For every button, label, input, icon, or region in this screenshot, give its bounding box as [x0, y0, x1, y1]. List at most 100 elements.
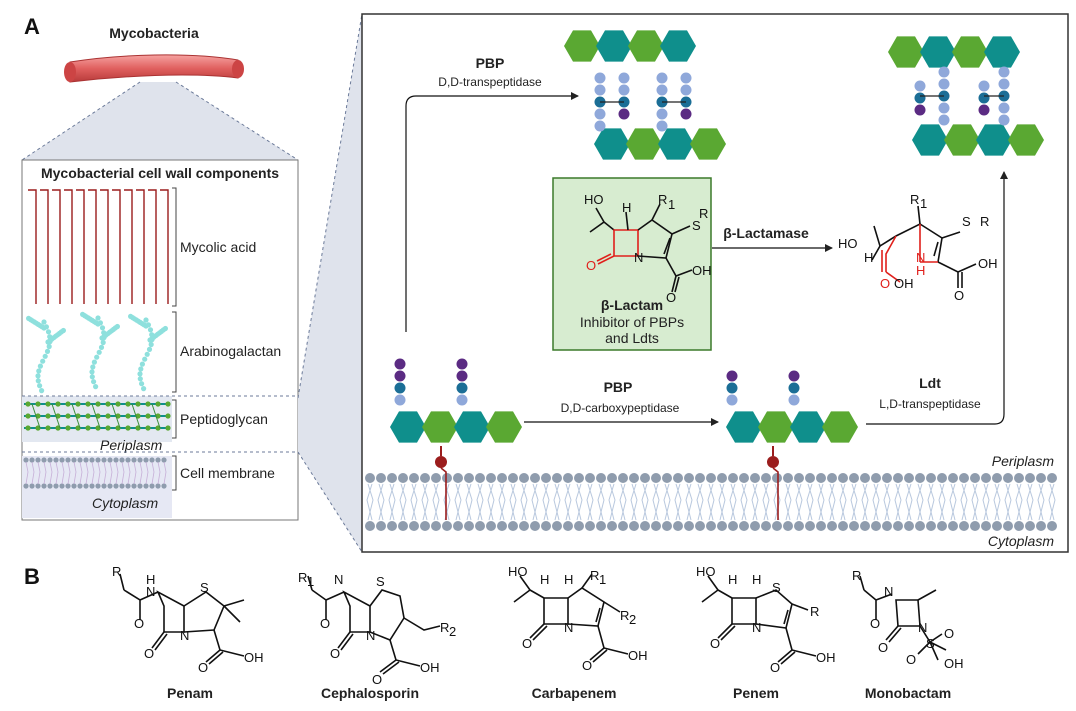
lipid-tail — [1038, 483, 1045, 521]
chem-o-carb: O — [522, 636, 532, 651]
amino-acid-bead — [618, 108, 630, 120]
chem-oh: OH — [692, 263, 712, 278]
chem-r1-carb: R — [590, 568, 599, 583]
sugar-bead — [37, 383, 43, 389]
ldt-sub: L,D-transpeptidase — [879, 397, 981, 411]
lipid-head — [684, 473, 694, 483]
lipid-head — [143, 457, 149, 463]
amino-acid-bead — [594, 84, 606, 96]
glycan-bead — [85, 425, 91, 431]
lipid-tail — [949, 483, 956, 521]
amino-acid-bead — [680, 84, 692, 96]
sugar-bead — [91, 359, 97, 365]
lipid-tail — [740, 483, 747, 521]
zoom-wedge — [22, 82, 298, 160]
lipid-tail — [543, 483, 550, 521]
glycan-hexagon — [984, 36, 1020, 68]
structure-name-monobactam: Monobactam — [865, 685, 951, 701]
chem-sub2-carb: 2 — [629, 612, 636, 627]
lipid-head — [838, 473, 848, 483]
lipid-tail — [674, 483, 681, 521]
arabinogalactan-branch — [26, 315, 66, 394]
lipid-tail — [927, 483, 934, 521]
cephalosporin-structure: R 1 N S N O O O OH R 2 — [298, 570, 456, 687]
lipid-head — [926, 473, 936, 483]
chem-or: O — [880, 276, 890, 291]
lipid-tail — [994, 483, 1001, 521]
lipid-head — [948, 521, 958, 531]
sugar-bead — [42, 353, 48, 359]
chem-o2-carb: O — [582, 658, 592, 673]
lipid-tail — [894, 483, 901, 521]
mycolic-chain — [124, 189, 133, 304]
cross-link — [71, 403, 81, 429]
lipid-tail — [139, 461, 143, 485]
sugar-bead — [91, 379, 97, 385]
lipid-tail — [960, 483, 967, 521]
lipid-tail — [763, 483, 770, 521]
lipid-head — [893, 521, 903, 531]
lipid-head — [772, 521, 782, 531]
lipid-tail — [1026, 483, 1033, 521]
sugar-bead — [143, 317, 149, 323]
lipid-head — [41, 457, 47, 463]
structure-name-penam: Penam — [167, 685, 213, 701]
inhibitor-line2: and Ldts — [605, 330, 659, 346]
lipid-tail — [43, 461, 47, 485]
mycolic-chain — [88, 189, 97, 304]
lipid-head — [23, 457, 29, 463]
lipid-tail — [873, 483, 880, 521]
chem-oh-mono: OH — [944, 656, 964, 671]
chem-r2-ceph: R — [440, 620, 449, 635]
lipid-head — [860, 521, 870, 531]
lipid-tail — [608, 483, 615, 521]
lipid-tail — [587, 483, 594, 521]
chem-n2-mono: N — [918, 620, 927, 635]
lipid-tail — [31, 461, 35, 485]
glycan-bead — [25, 425, 31, 431]
lipid-tail — [730, 483, 737, 521]
amino-acid-bead — [998, 102, 1010, 114]
chem-o3-ceph: O — [372, 672, 382, 687]
layer-label-membrane: Cell membrane — [180, 465, 275, 481]
lipid-head — [65, 457, 71, 463]
lipid-head — [695, 521, 705, 531]
lipid-head — [53, 483, 59, 489]
lipid-tail — [73, 461, 77, 485]
sugar-bead — [94, 354, 100, 360]
layer-label-peptidoglycan: Peptidoglycan — [180, 411, 268, 427]
lipid-head — [695, 473, 705, 483]
lipid-tail — [817, 483, 824, 521]
ldt-label: Ldt — [919, 375, 941, 391]
lipid-head — [1003, 521, 1013, 531]
lipid-tail — [499, 483, 506, 521]
lipid-head — [640, 473, 650, 483]
lipid-tail — [565, 483, 572, 521]
lipid-tail — [103, 461, 107, 485]
lipid-tail — [1015, 483, 1022, 521]
lipid-head — [860, 473, 870, 483]
glycan-bead — [165, 401, 171, 407]
chem-o-ceph: O — [320, 616, 330, 631]
lipid-tail — [476, 483, 483, 521]
glycan-bead — [55, 401, 61, 407]
lipid-head — [772, 473, 782, 483]
lipid-head — [95, 483, 101, 489]
lipid-tail — [532, 483, 539, 521]
lipid-head — [508, 521, 518, 531]
chem-n-ceph: N — [334, 572, 343, 587]
lipid-tail — [630, 483, 637, 521]
lipid-tail — [25, 461, 29, 485]
glycan-hexagon — [596, 30, 632, 62]
lipid-head — [442, 521, 452, 531]
chem-ohb: OH — [978, 256, 998, 271]
lipid-head — [1047, 473, 1057, 483]
arabinogalactan-branch — [80, 311, 120, 390]
lipid-head — [915, 521, 925, 531]
mycolic-chain — [112, 189, 121, 304]
lipid-head — [948, 473, 958, 483]
lipid-tail — [707, 483, 714, 521]
lipid-head — [35, 457, 41, 463]
amino-acid-bead — [618, 72, 630, 84]
glycan-bead — [25, 401, 31, 407]
